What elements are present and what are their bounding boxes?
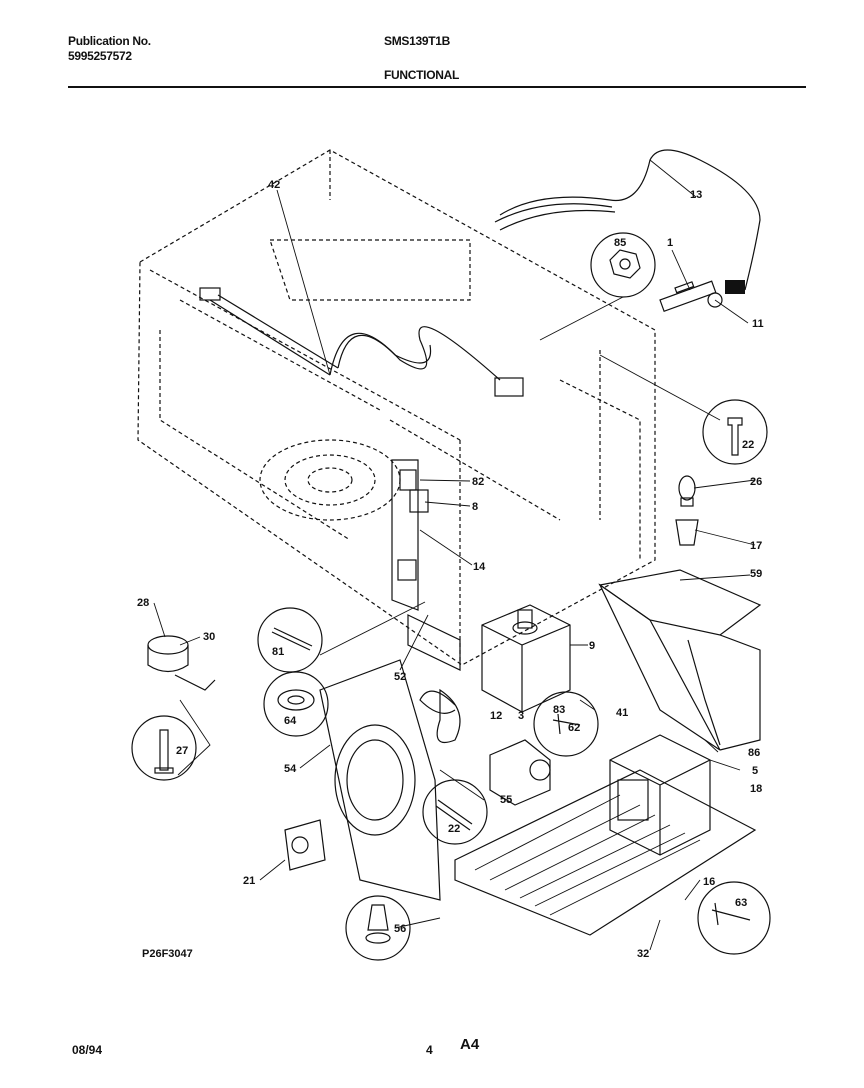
callout-30: 30 <box>203 631 215 643</box>
callout-17: 17 <box>750 540 762 552</box>
publication-label: Publication No. <box>68 34 151 48</box>
cabinet-shell <box>137 149 656 666</box>
callout-54: 54 <box>284 763 297 775</box>
section-title: FUNCTIONAL <box>384 68 459 82</box>
callout-18-top: 18 <box>750 783 762 795</box>
publication-number: 5995257572 <box>68 49 132 63</box>
callout-11: 11 <box>752 318 764 330</box>
callout-5: 5 <box>752 765 758 777</box>
callout-42: 42 <box>268 179 280 191</box>
callout-22-bottom: 22 <box>448 823 460 835</box>
callout-81: 81 <box>272 646 284 658</box>
callout-63: 63 <box>735 897 747 909</box>
callout-56: 56 <box>394 923 406 935</box>
callout-1: 1 <box>667 237 673 249</box>
callout-59: 59 <box>750 568 762 580</box>
transformer-and-base <box>454 734 757 936</box>
callout-32: 32 <box>637 948 649 960</box>
high-voltage-bracket <box>598 569 762 751</box>
callout-85: 85 <box>614 237 626 249</box>
power-cord <box>494 149 761 294</box>
callout-26: 26 <box>750 476 762 488</box>
magnetron <box>481 604 571 713</box>
publication-date: 08/94 <box>72 1043 103 1057</box>
detail-circles <box>131 232 771 961</box>
fuse-holder <box>659 280 723 313</box>
callout-64: 64 <box>284 715 297 727</box>
callout-12: 12 <box>490 710 502 722</box>
callout-3: 3 <box>518 710 524 722</box>
callout-82-detail: 62 <box>568 722 580 734</box>
heating-element <box>199 287 524 397</box>
switch-bracket <box>391 459 461 671</box>
callout-83: 83 <box>553 704 565 716</box>
callout-13: 13 <box>690 189 702 201</box>
figure-id: P26F3047 <box>142 948 193 960</box>
callout-labels: 42 13 85 1 11 22 26 17 59 82 8 14 28 30 … <box>137 179 764 960</box>
detail-glyphs <box>154 249 751 944</box>
callout-21: 21 <box>243 875 255 887</box>
lamp-and-socket <box>675 475 699 546</box>
callout-22-top: 22 <box>742 439 754 451</box>
callout-28: 28 <box>137 597 149 609</box>
callout-9: 9 <box>589 640 595 652</box>
turntable-motor <box>147 635 216 691</box>
page-code: A4 <box>460 1036 480 1053</box>
callout-27: 27 <box>176 745 188 757</box>
callout-18-bottom: 16 <box>703 876 715 888</box>
callout-14: 14 <box>473 561 486 573</box>
fan-assembly <box>284 659 551 901</box>
callout-82-top: 82 <box>472 476 484 488</box>
callout-52: 52 <box>394 671 406 683</box>
page-number: 4 <box>426 1043 433 1057</box>
leader-lines <box>153 159 756 951</box>
header-rule <box>68 86 806 88</box>
callout-8: 8 <box>472 501 478 513</box>
callout-55: 55 <box>500 794 512 806</box>
callout-41: 41 <box>616 707 628 719</box>
model-number: SMS139T1B <box>384 34 450 48</box>
callout-86: 86 <box>748 747 760 759</box>
